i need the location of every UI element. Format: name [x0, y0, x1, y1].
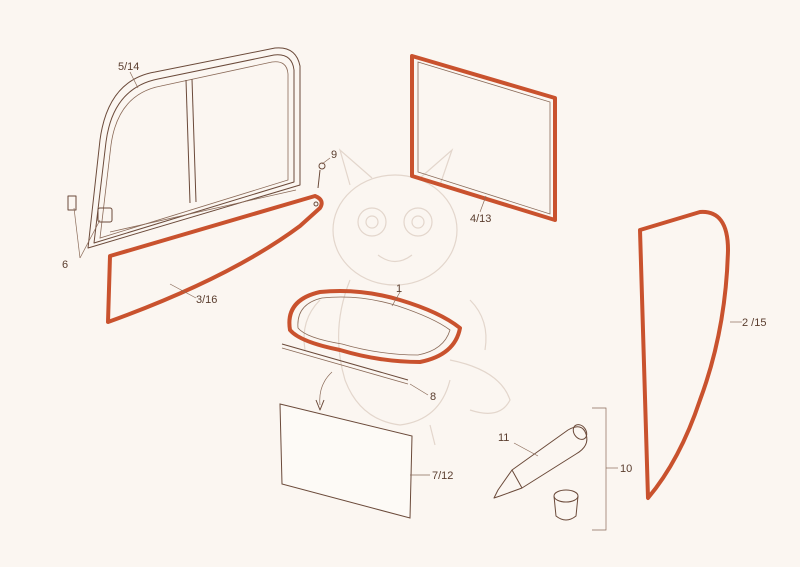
- door-window-frame: [67, 47, 301, 249]
- callout-9: 9: [331, 149, 337, 161]
- callout-5-14: 5/14: [118, 61, 139, 73]
- quarter-window-seal: [638, 209, 730, 500]
- rear-window-seal: [410, 54, 557, 222]
- callout-10: 10: [620, 463, 632, 475]
- callout-8: 8: [430, 391, 436, 403]
- sealant-cup: [553, 489, 579, 521]
- callout-11: 11: [498, 432, 509, 444]
- callout-7-12: 7/12: [432, 470, 453, 482]
- callout-2-15: 2 /15: [742, 317, 766, 329]
- callout-4-13: 4/13: [470, 213, 491, 225]
- windshield-seal: [287, 289, 462, 364]
- screw-part: [317, 162, 326, 189]
- trim-strip: [281, 343, 409, 385]
- door-seal-curved: [106, 194, 324, 324]
- sealant-tube: [493, 424, 588, 499]
- callout-3-16: 3/16: [196, 294, 217, 306]
- callout-6: 6: [62, 259, 68, 271]
- glass-pane: [279, 403, 413, 519]
- callout-1: 1: [396, 283, 402, 295]
